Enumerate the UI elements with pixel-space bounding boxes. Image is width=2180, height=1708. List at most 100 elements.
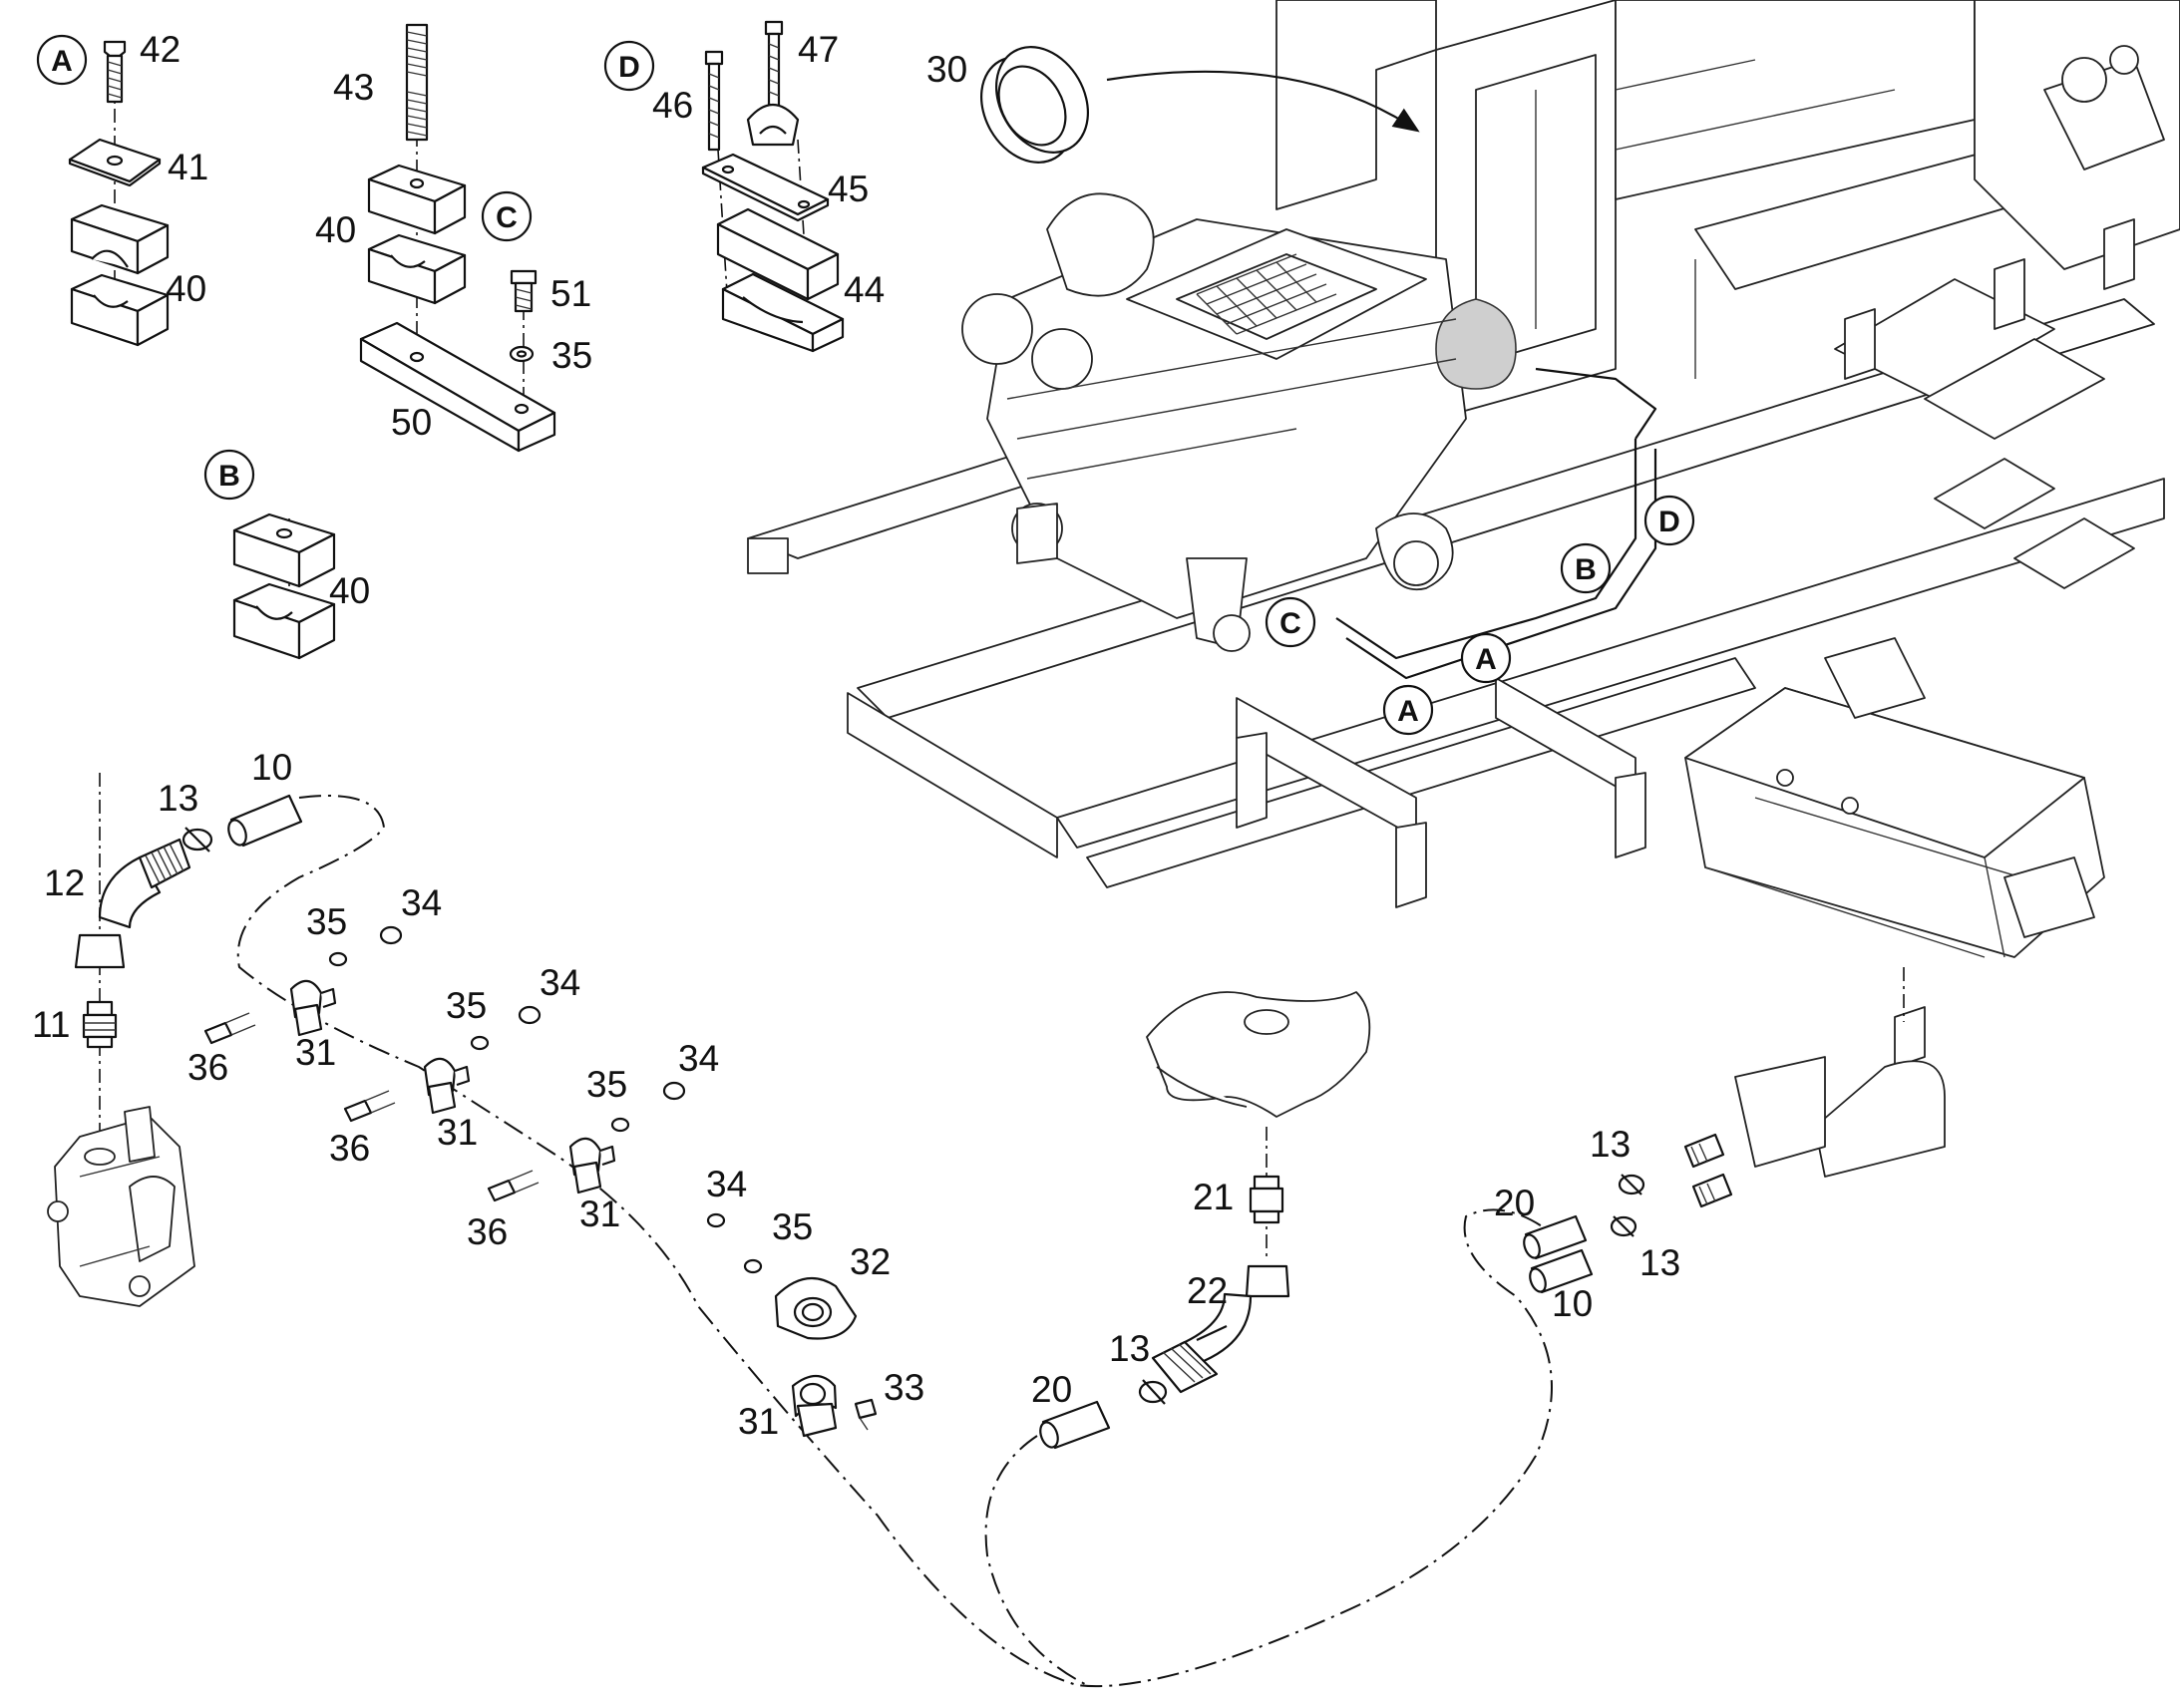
marker-d-main-label: D (1658, 506, 1680, 538)
callout-40-b: 40 (329, 570, 370, 611)
screw-46 (704, 50, 724, 152)
callout-42: 42 (140, 29, 181, 70)
callout-21: 21 (1193, 1177, 1234, 1217)
nut-34-1 (379, 925, 403, 945)
clamp-upper-44 (716, 207, 840, 301)
machine-frame (747, 0, 2180, 908)
screw-36-1 (203, 1012, 256, 1045)
marker-c-detail-label: C (496, 201, 518, 234)
screw-51 (510, 269, 538, 313)
nipples-right (1683, 1133, 1733, 1208)
marker-d-detail-label: D (618, 51, 640, 84)
left-hose-assembly (47, 773, 1557, 1688)
callout-13-center: 13 (1109, 1328, 1150, 1369)
screw-36-3 (487, 1170, 540, 1202)
nut-34-4 (706, 1212, 726, 1228)
hose-clamp-13-center (1138, 1379, 1168, 1405)
callout-47: 47 (798, 29, 839, 70)
callout-12: 12 (44, 862, 85, 903)
clamp-lower-40 (70, 273, 170, 347)
detail-view-a (68, 40, 170, 347)
clip-31-2 (423, 1057, 471, 1115)
callout-33: 33 (884, 1367, 924, 1408)
callout-36-2: 36 (329, 1128, 370, 1169)
marker-c-main: C (1265, 596, 1316, 648)
detail-view-b (232, 512, 336, 660)
clamp-half-47 (746, 104, 800, 147)
center-hose-assembly (1039, 991, 1371, 1450)
marker-a-main-1: A (1382, 684, 1434, 736)
screw-47 (764, 20, 784, 112)
marker-a-main-2: A (1460, 632, 1512, 684)
detail-view-d (701, 20, 845, 353)
callout-31-4: 31 (738, 1401, 779, 1442)
plate-45 (701, 153, 830, 222)
clip-31-1 (289, 979, 337, 1037)
intake-elbow (1146, 991, 1371, 1118)
callout-34-1: 34 (401, 882, 442, 923)
callout-20-right: 20 (1494, 1183, 1535, 1223)
clip-31-4 (791, 1374, 838, 1438)
callout-31-3: 31 (579, 1194, 620, 1234)
hose-clamp-13-right-1 (1618, 1174, 1645, 1196)
washer-35-1 (328, 951, 348, 967)
screw-36-2 (343, 1090, 396, 1123)
nut-34-2 (518, 1005, 542, 1025)
part-callouts: 42 41 40 43 40 51 35 50 40 46 47 45 44 3… (32, 29, 1680, 1442)
detail-view-c (359, 23, 556, 453)
callout-35-2: 35 (446, 985, 487, 1026)
callout-22: 22 (1187, 1270, 1228, 1311)
bar-50 (359, 321, 556, 453)
hose-clamp-13-left (182, 827, 213, 853)
callout-35-1: 35 (306, 901, 347, 942)
callout-34-4: 34 (706, 1164, 747, 1204)
callout-34-2: 34 (540, 962, 580, 1003)
nut-34-3 (662, 1081, 686, 1101)
callout-13-left: 13 (158, 778, 198, 819)
plate-41 (68, 138, 162, 187)
callout-41: 41 (168, 147, 208, 187)
hose-10-right (1529, 1248, 1594, 1294)
marker-b-main-label: B (1575, 553, 1597, 586)
clamp-upper-40b (232, 512, 336, 588)
washer-35-3 (610, 1117, 630, 1133)
callout-30: 30 (926, 49, 967, 90)
callout-10-left: 10 (251, 747, 292, 788)
clamp-lower-40b (232, 582, 336, 660)
washer-35-2 (470, 1035, 490, 1051)
marker-b-detail: B (203, 449, 255, 501)
seal-ring-30 (979, 46, 1420, 164)
marker-c-main-label: C (1279, 607, 1301, 640)
clip-31-3 (568, 1137, 616, 1195)
callout-31-1: 31 (295, 1032, 336, 1073)
clamp-upper-40c (367, 164, 467, 235)
callout-31-2: 31 (437, 1112, 478, 1153)
washer-35c (509, 345, 535, 363)
engine-cover-grid (1196, 253, 1337, 335)
callout-43: 43 (333, 67, 374, 108)
callout-35-c: 35 (551, 335, 592, 376)
callout-32: 32 (850, 1241, 891, 1282)
marker-d-main: D (1643, 495, 1695, 546)
hose-clamp-13-right-2 (1610, 1215, 1637, 1237)
marker-b-main: B (1560, 542, 1612, 594)
marker-b-detail-label: B (218, 460, 240, 493)
marker-a-detail: A (36, 34, 88, 86)
right-hose-assembly (1523, 1133, 1733, 1294)
callout-20-center: 20 (1031, 1369, 1072, 1410)
hose-20-right (1523, 1214, 1588, 1260)
elbow-22 (1151, 1264, 1290, 1394)
clamp-upper-40 (70, 203, 170, 275)
engine-assembly (961, 192, 1517, 652)
fitting-21 (1249, 1175, 1284, 1224)
adapter-11 (82, 1000, 118, 1049)
cooling-unit (1684, 637, 2105, 1178)
marker-c-detail: C (481, 190, 533, 242)
clamp-lower-40c (367, 233, 467, 305)
callout-40-a: 40 (166, 268, 206, 309)
callout-11: 11 (32, 1004, 70, 1045)
callout-13-right-1: 13 (1590, 1124, 1631, 1165)
marker-a-main-2-label: A (1475, 643, 1497, 676)
stud-43 (405, 23, 429, 142)
bolt-42 (103, 40, 127, 104)
